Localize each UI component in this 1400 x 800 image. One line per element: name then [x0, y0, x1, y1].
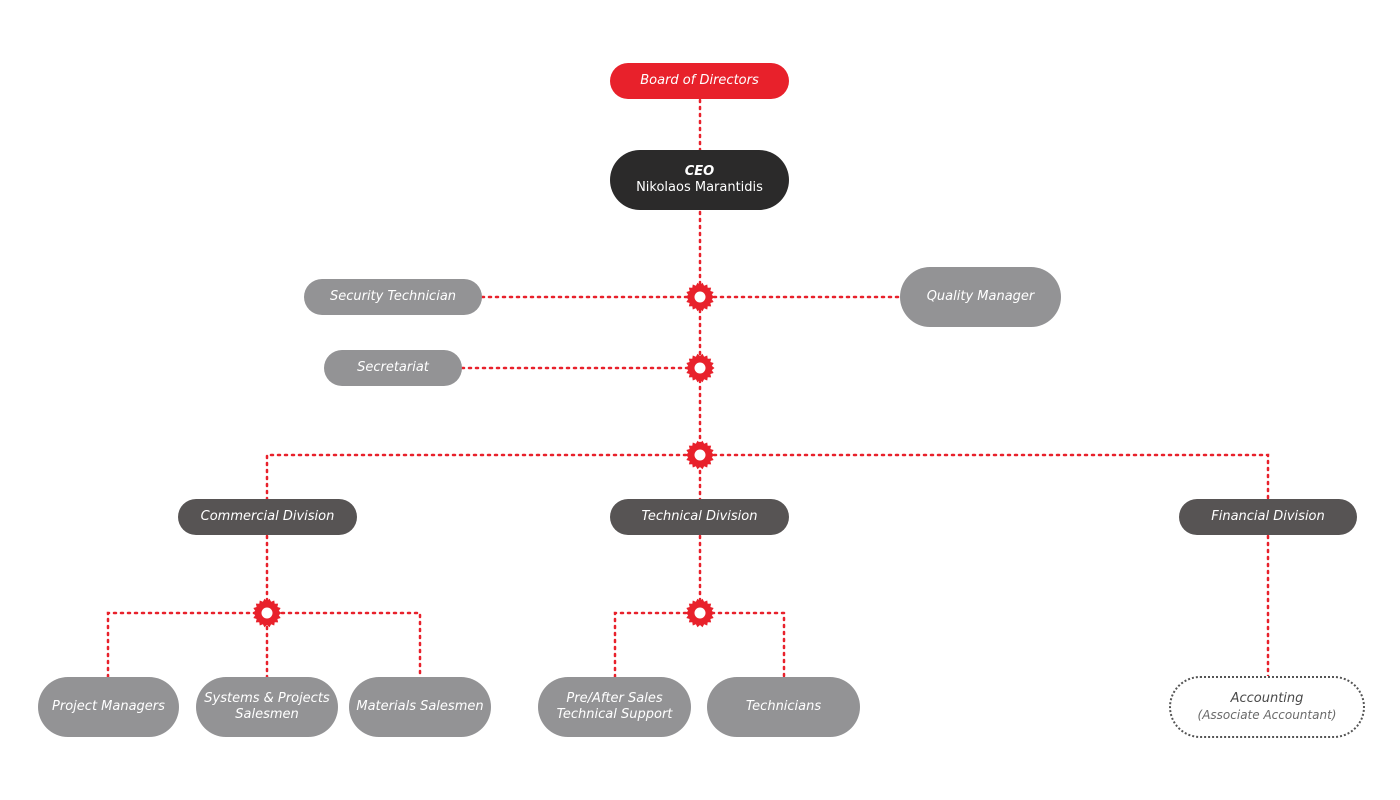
security-technician-node[interactable]: Security Technician	[304, 279, 482, 315]
technical-hub-icon	[685, 598, 715, 628]
board-label: Board of Directors	[640, 73, 759, 88]
technicians-node[interactable]: Technicians	[707, 677, 860, 737]
secretariat-label: Secretariat	[357, 360, 429, 375]
quality-manager-label: Quality Manager	[926, 289, 1035, 304]
accounting-title: Accounting	[1230, 691, 1304, 706]
security-technician-label: Security Technician	[329, 289, 457, 304]
systems-projects-salesmen-line1: Systems & Projects	[204, 691, 330, 706]
materials-salesmen-node[interactable]: Materials Salesmen	[349, 677, 491, 737]
technical-division-node[interactable]: Technical Division	[610, 499, 789, 535]
staff-hub-icon	[685, 282, 715, 312]
divisions-hub-icon	[685, 440, 715, 470]
quality-manager-node[interactable]: Quality Manager	[900, 267, 1061, 327]
ceo-node[interactable]: CEO Nikolaos Marantidis	[610, 150, 789, 210]
pre-after-sales-node[interactable]: Pre/After Sales Technical Support	[538, 677, 691, 737]
materials-salesmen-label: Materials Salesmen	[356, 699, 484, 714]
systems-projects-salesmen-line2: Salesmen	[235, 707, 299, 722]
secretariat-node[interactable]: Secretariat	[324, 350, 462, 386]
pre-after-sales-line1: Pre/After Sales	[566, 691, 663, 706]
accounting-subtitle: (Associate Accountant)	[1197, 708, 1337, 722]
secretariat-hub-icon	[685, 353, 715, 383]
pre-after-sales-line2: Technical Support	[556, 707, 673, 722]
financial-branch	[698, 453, 1270, 502]
commercial-division-label: Commercial Division	[200, 509, 335, 524]
accounting-node[interactable]: Accounting (Associate Accountant)	[1169, 676, 1365, 738]
technicians-label: Technicians	[745, 699, 822, 714]
technical-division-label: Technical Division	[641, 509, 758, 524]
commercial-hub-icon	[252, 598, 282, 628]
project-managers-label: Project Managers	[52, 699, 165, 714]
financial-division-node[interactable]: Financial Division	[1179, 499, 1357, 535]
commercial-branch	[265, 453, 702, 502]
ceo-title: CEO	[684, 164, 715, 179]
project-managers-node[interactable]: Project Managers	[38, 677, 179, 737]
systems-projects-salesmen-node[interactable]: Systems & Projects Salesmen	[196, 677, 338, 737]
board-of-directors-node[interactable]: Board of Directors	[610, 63, 789, 99]
ceo-name: Nikolaos Marantidis	[636, 180, 763, 195]
commercial-division-node[interactable]: Commercial Division	[178, 499, 357, 535]
financial-division-label: Financial Division	[1211, 509, 1325, 524]
